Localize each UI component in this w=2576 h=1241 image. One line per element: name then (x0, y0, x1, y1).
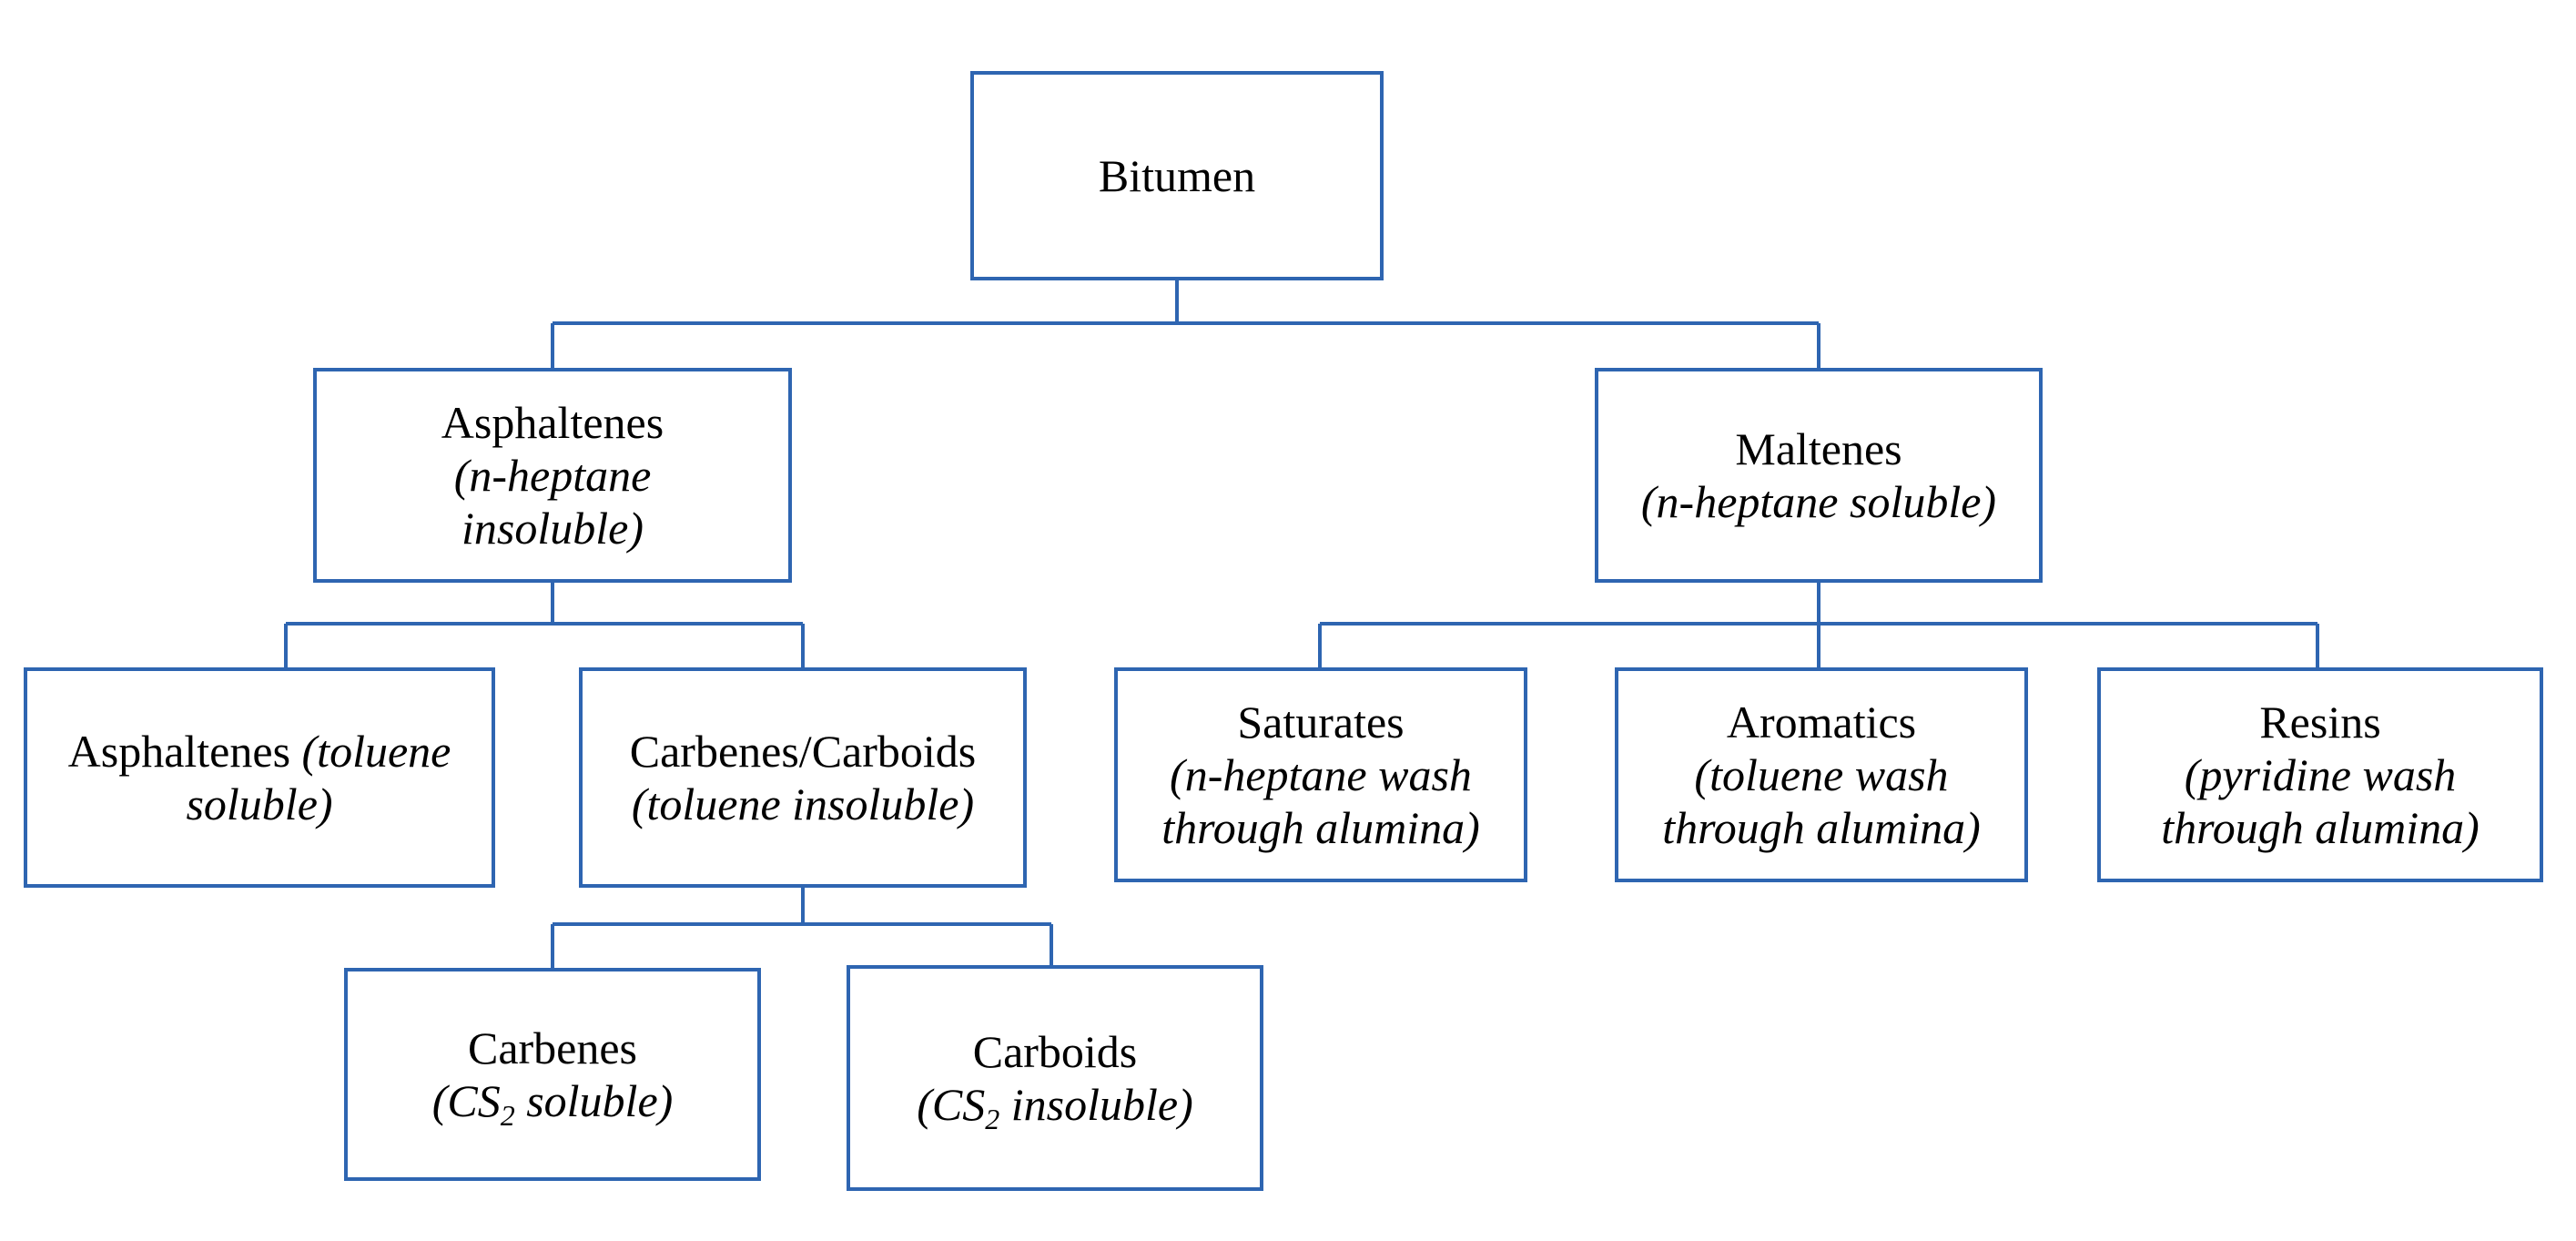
saturates-note-line1: (n-heptane wash (1170, 749, 1472, 800)
saturates-note-line2: through alumina) (1161, 802, 1480, 853)
aromatics-note-line2: through alumina) (1662, 802, 1981, 853)
carbenes-note-post: soluble) (514, 1075, 674, 1126)
carbenes-note-sub: 2 (500, 1099, 515, 1132)
carboids-note: (CS2 insoluble) (917, 1078, 1193, 1134)
carboids-note-pre: (CS (917, 1079, 986, 1130)
asphaltenes-toluene-note-inline: (toluene (301, 726, 451, 777)
carbenes-note-pre: (CS (431, 1075, 501, 1126)
saturates-node: Saturates (n-heptane wash through alumin… (1114, 667, 1527, 882)
carbenes-carboids-label: Carbenes/Carboids (629, 726, 977, 777)
maltenes-node: Maltenes (n-heptane soluble) (1595, 368, 2043, 583)
carbenes-carboids-note: (toluene insoluble) (631, 778, 975, 829)
resins-node: Resins (pyridine wash through alumina) (2097, 667, 2543, 882)
carboids-note-sub: 2 (985, 1103, 1000, 1135)
asphaltenes-toluene-node: Asphaltenes (toluene soluble) (24, 667, 495, 888)
carboids-label: Carboids (972, 1026, 1138, 1077)
asphaltenes-toluene-line1: Asphaltenes (toluene (68, 725, 451, 778)
carbenes-note: (CS2 soluble) (431, 1074, 674, 1130)
bitumen-node: Bitumen (970, 71, 1384, 280)
asphaltenes-node: Asphaltenes (n-heptane insoluble) (313, 368, 792, 583)
resins-label: Resins (2259, 697, 2381, 748)
saturates-label: Saturates (1237, 697, 1405, 748)
carboids-node: Carboids (CS2 insoluble) (847, 965, 1263, 1191)
resins-note-line2: through alumina) (2161, 802, 2480, 853)
asphaltenes-toluene-note-line2: soluble) (186, 778, 333, 829)
aromatics-node: Aromatics (toluene wash through alumina) (1615, 667, 2028, 882)
asphaltenes-note-line2: insoluble) (461, 503, 644, 554)
maltenes-label: Maltenes (1735, 423, 1902, 474)
aromatics-label: Aromatics (1726, 697, 1917, 748)
carbenes-carboids-node: Carbenes/Carboids (toluene insoluble) (579, 667, 1027, 888)
aromatics-note-line1: (toluene wash (1694, 749, 1949, 800)
bitumen-label: Bitumen (1098, 150, 1256, 201)
carboids-note-post: insoluble) (999, 1079, 1193, 1130)
carbenes-node: Carbenes (CS2 soluble) (344, 968, 761, 1181)
resins-note-line1: (pyridine wash (2184, 749, 2457, 800)
maltenes-note: (n-heptane soluble) (1640, 476, 1997, 527)
asphaltenes-label: Asphaltenes (441, 397, 664, 448)
carbenes-label: Carbenes (467, 1022, 638, 1073)
asphaltenes-note-line1: (n-heptane (453, 450, 652, 501)
asphaltenes-toluene-label: Asphaltenes (67, 726, 291, 777)
